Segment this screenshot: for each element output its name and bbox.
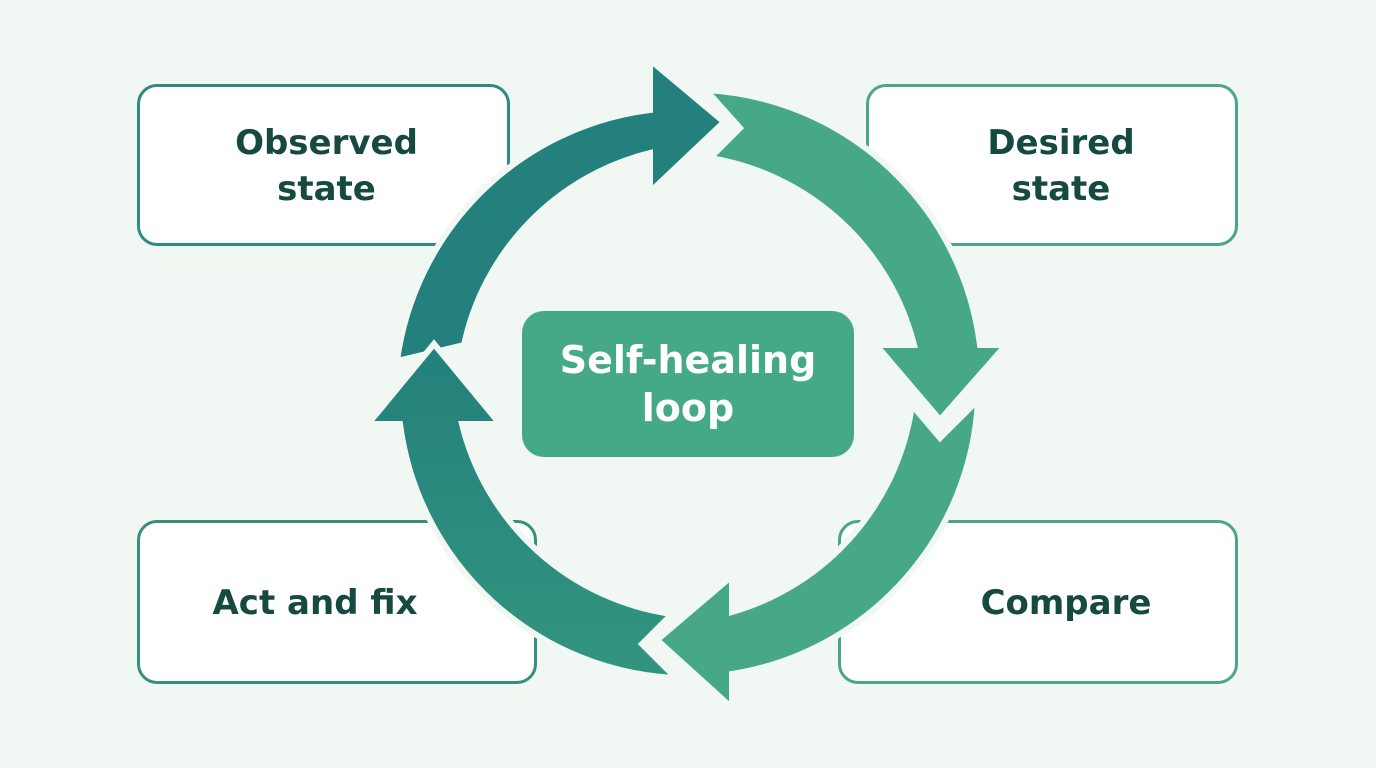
arrow-observed-to-desired xyxy=(393,53,729,365)
center-label-box: Self-healing loop xyxy=(522,311,854,457)
step-label-observed-state: Observed state xyxy=(235,123,418,209)
step-box-compare: Compare xyxy=(838,520,1238,684)
step-label-compare: Compare xyxy=(980,583,1152,623)
arrow-desired-to-compare xyxy=(698,86,1013,425)
step-label-act-and-fix: Act and fix xyxy=(212,583,418,623)
center-label: Self-healing loop xyxy=(559,338,817,430)
step-box-observed-state: Observed state xyxy=(137,84,510,246)
arrow-compare-to-act xyxy=(652,392,982,715)
step-label-desired-state: Desired state xyxy=(987,123,1135,209)
arrow-act-to-observed xyxy=(361,339,684,682)
